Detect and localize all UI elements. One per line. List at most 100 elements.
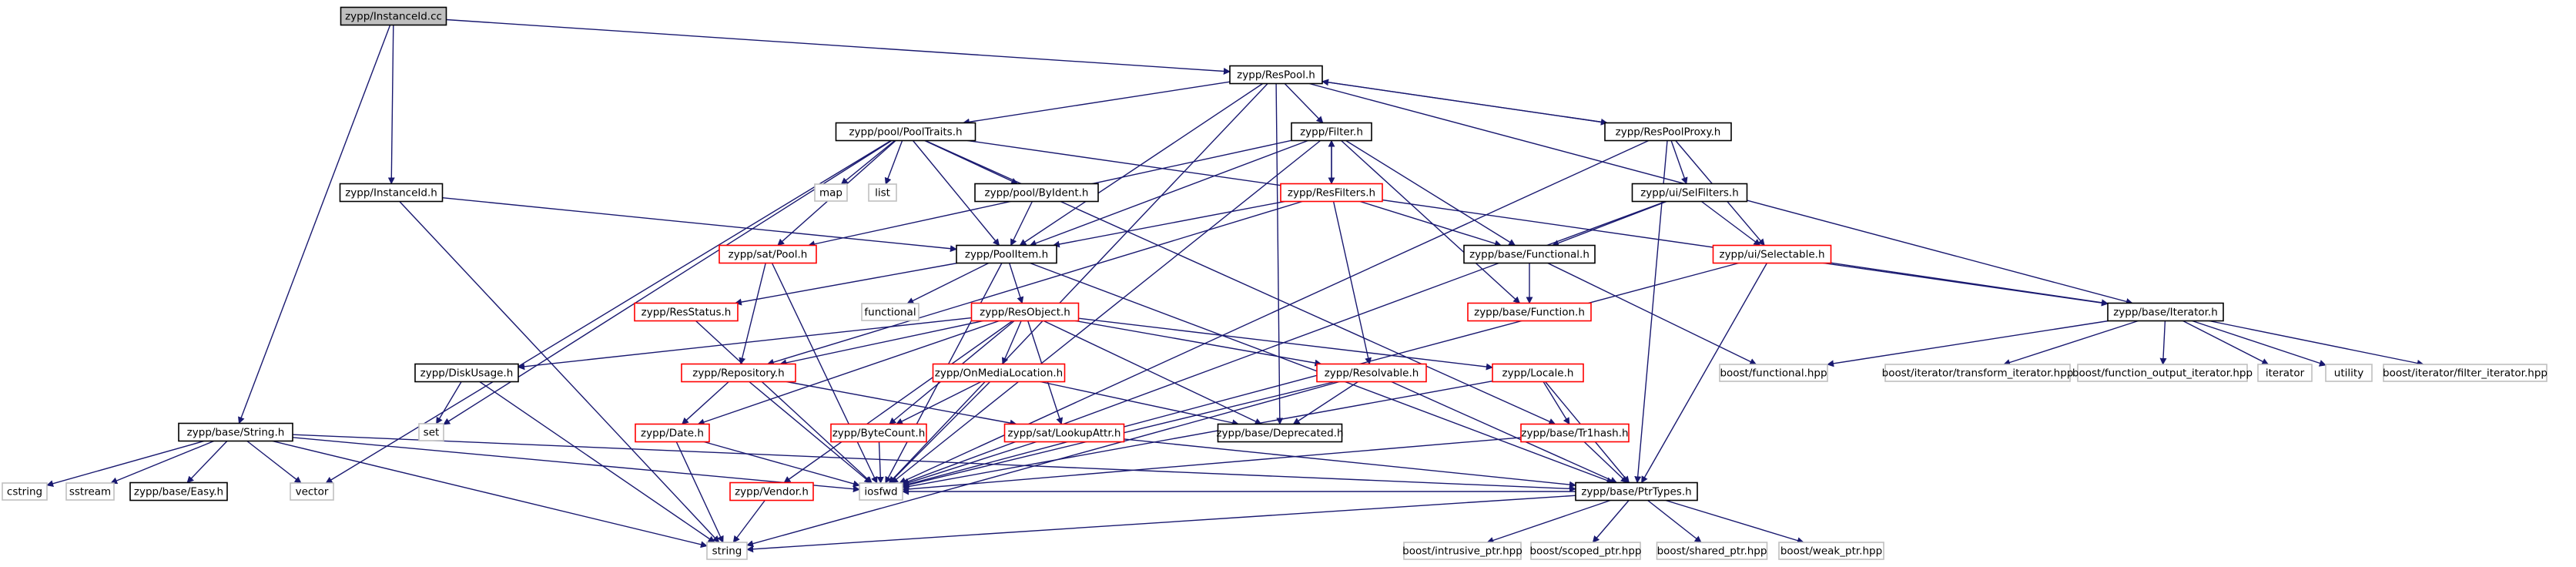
edge-instanceid_cc-to-respool_h [446,18,1231,75]
node-box [719,244,817,264]
node-box [129,481,228,502]
node-box [1217,423,1343,443]
edge-ptrtypes_h-to-string [746,495,1576,553]
node-vendor-h[interactable]: zypp/Vendor.h [729,481,814,502]
node-box [835,122,976,142]
edge-date_h-to-iosfwd [703,441,860,488]
node-label: set [424,427,440,439]
node-date-h[interactable]: zypp/Date.h [635,423,710,443]
node-box [340,6,447,26]
node-diskusage-h[interactable]: zypp/DiskUsage.h [414,363,519,383]
node-respoolproxy-h[interactable]: zypp/ResPoolProxy.h [1604,122,1732,142]
node-selectable-h[interactable]: zypp/ui/Selectable.h [1712,244,1832,264]
node-box [634,302,739,322]
node-respool-h[interactable]: zypp/ResPool.h [1229,65,1323,85]
node-utility: utility [2325,364,2373,382]
node-box [635,423,710,443]
edge-resobject_h-to-onmedialocation_h [1001,320,1022,365]
edge-iterator_h-to-boost_function_output [2159,320,2167,365]
node-label: zypp/base/Easy.h [134,486,223,498]
edge-iterator_h-to-utility [2192,320,2326,367]
node-box [868,183,897,202]
node-instanceid-cc[interactable]: zypp/InstanceId.cc [340,6,447,26]
node-label: zypp/OnMediaLocation.h [935,367,1063,380]
node-function-h[interactable]: zypp/base/Function.h [1467,302,1592,322]
node-box [932,363,1066,383]
node-bytecount-h[interactable]: zypp/ByteCount.h [830,423,927,443]
edge-resfilters_h-to-poolitem_h [1052,200,1285,248]
edge-resobject_h-to-deprecated_h [1043,320,1262,425]
node-box [1280,183,1383,203]
node-resobject-h[interactable]: zypp/ResObject.h [970,302,1080,322]
node-box [861,303,920,321]
node-easy-h[interactable]: zypp/base/Easy.h [129,481,228,502]
node-label: map [819,187,842,200]
node-box [65,482,115,501]
node-sat-pool-h[interactable]: zypp/sat/Pool.h [719,244,817,264]
node-byident-h[interactable]: zypp/pool/ByIdent.h [974,183,1099,203]
edge-poolitem_h-to-functional [906,262,990,304]
edge-respool_h-to-iosfwd [888,83,1268,484]
node-selfilters-h[interactable]: zypp/ui/SelFilters.h [1631,183,1748,203]
node-map: map [814,183,848,202]
node-box [974,183,1099,203]
node-label: zypp/ResPool.h [1237,69,1315,82]
node-label: zypp/base/Functional.h [1469,249,1589,261]
node-box [681,363,796,383]
edge-onmedialocation_h-to-deprecated_h [1040,381,1240,427]
node-pooltraits-h[interactable]: zypp/pool/PoolTraits.h [835,122,976,142]
node-onmedialocation-h[interactable]: zypp/OnMediaLocation.h [932,363,1066,383]
node-functional-h[interactable]: zypp/base/Functional.h [1463,244,1596,264]
node-resstatus-h[interactable]: zypp/ResStatus.h [634,302,739,322]
edge-bytecount_h-to-iosfwd [876,441,884,484]
node-box [1604,122,1732,142]
edge-selectable_h-to-ptrtypes_h [1640,263,1768,484]
edge-string_h-to-ptrtypes_h [292,434,1576,492]
node-deprecated-h[interactable]: zypp/base/Deprecated.h [1216,423,1344,443]
edge-resobject_h-to-diskusage_h [518,317,972,371]
node-label: zypp/InstanceId.cc [345,11,442,23]
node-label: zypp/Locale.h [1502,367,1574,380]
node-box [1316,363,1427,383]
node-label: zypp/Resolvable.h [1325,367,1419,380]
node-label: zypp/ByteCount.h [832,428,926,440]
edge-resstatus_h-to-iosfwd [695,320,873,484]
edge-ptrtypes_h-to-boost_shared [1647,499,1702,543]
node-box [1719,364,1828,382]
node-string-h[interactable]: zypp/base/String.h [178,422,293,442]
node-lookupattr-h[interactable]: zypp/sat/LookupAttr.h [1003,423,1125,443]
node-label: zypp/ResStatus.h [641,307,732,319]
edge-ptrtypes_h-to-boost_scoped [1592,500,1630,543]
node-boost-intrusive: boost/intrusive_ptr.hpp [1402,542,1522,560]
node-poolitem-h[interactable]: zypp/PoolItem.h [956,244,1057,264]
node-resolvable-h[interactable]: zypp/Resolvable.h [1316,363,1427,383]
node-vector: vector [290,482,334,501]
node-label: zypp/base/Function.h [1474,307,1585,319]
node-repository-h[interactable]: zypp/Repository.h [681,363,796,383]
node-instanceid-h[interactable]: zypp/InstanceId.h [339,183,444,203]
node-box [178,422,293,442]
node-label: boost/function_output_iterator.hpp [2072,367,2253,380]
edge-resolvable_h-to-deprecated_h [1292,381,1358,425]
node-label: zypp/ResObject.h [980,307,1070,319]
node-box [2257,364,2313,382]
edge-sat_pool_h-to-iosfwd [771,263,878,484]
edge-pooltraits_h-to-map [840,139,896,185]
edge-string_h-to-string [272,440,708,549]
node-iterator-h[interactable]: zypp/base/Iterator.h [2107,302,2224,322]
edge-instanceid_h-to-poolitem_h [442,197,957,253]
node-trhash-h[interactable]: zypp/base/Tr1hash.h [1520,423,1630,443]
node-label: zypp/ResFilters.h [1288,187,1375,200]
node-locale-h[interactable]: zypp/Locale.h [1492,363,1584,383]
node-resfilters-h[interactable]: zypp/ResFilters.h [1280,183,1383,203]
node-filter-h[interactable]: zypp/Filter.h [1291,122,1372,142]
node-ptrtypes-h[interactable]: zypp/base/PtrTypes.h [1575,481,1698,502]
node-box [1631,183,1748,203]
edge-iterator_h-to-boost_functional [1827,320,2109,367]
edge-string_h-to-easy_h [186,441,228,484]
node-label: vector [296,486,329,498]
edge-filter_h-to-functional_h [1345,139,1516,247]
node-box [1778,542,1884,560]
node-box [1530,542,1641,560]
edge-lookupattr_h-to-ptrtypes_h [1124,438,1576,488]
